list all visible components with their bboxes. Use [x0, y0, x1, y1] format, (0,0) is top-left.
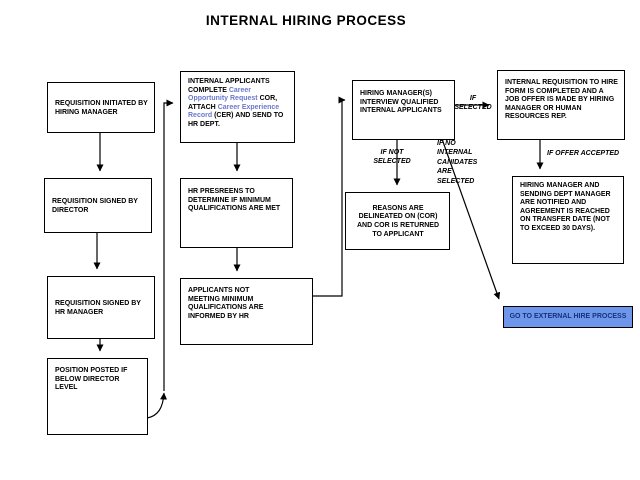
node-text: REQUISITION SIGNED BY HR MANAGER	[55, 299, 141, 316]
label-if-no-internal-candidates: IF NO INTERNAL CANIDATES ARE SELECTED	[437, 140, 478, 185]
node-text: REASONS ARE DELINEATED ON (COR) AND COR …	[356, 204, 440, 238]
node-requisition-signed-director: REQUISITION SIGNED BY DIRECTOR	[44, 178, 152, 233]
node-applicants-not-meeting: APPLICANTS NOT MEETING MINIMUM QUALIFICA…	[180, 278, 313, 345]
node-position-posted: POSITION POSTED IF BELOW DIRECTOR LEVEL	[47, 358, 148, 435]
node-text: HIRING MANAGER AND SENDING DEPT MANAGER …	[520, 182, 611, 232]
go-to-external-hire-button[interactable]: GO TO EXTERNAL HIRE PROCESS	[503, 306, 633, 328]
label-if-selected: IF SELECTED	[454, 95, 492, 112]
node-hiring-managers-interview: HIRING MANAGER(S) INTERVIEW QUALIFIED IN…	[352, 80, 455, 140]
node-requisition-signed-hr-manager: REQUISITION SIGNED BY HR MANAGER	[47, 276, 155, 339]
node-text: REQUISITION SIGNED BY DIRECTOR	[52, 197, 138, 214]
node-requisition-initiated: REQUISITION INITIATED BY HIRING MANAGER	[47, 82, 155, 133]
node-text: POSITION POSTED IF BELOW DIRECTOR LEVEL	[55, 367, 128, 392]
node-text: COR, ATTACH	[188, 95, 278, 111]
node-internal-applicants-complete: INTERNAL APPLICANTS COMPLETE Career Oppo…	[180, 71, 295, 143]
node-internal-requisition-to-hire: INTERNAL REQUISITION TO HIRE FORM IS COM…	[497, 70, 625, 140]
page-title: INTERNAL HIRING PROCESS	[205, 13, 407, 28]
label-if-offer-accepted: IF OFFER ACCEPTED	[547, 150, 620, 157]
career-experience-record-link[interactable]: Career Experience Record	[188, 103, 280, 120]
node-reasons-delineated: REASONS ARE DELINEATED ON (COR) AND COR …	[345, 192, 450, 250]
career-opportunity-request-link[interactable]: Career Opportunity Request	[188, 86, 258, 103]
node-text: (CER) AND SEND TO HR DEPT.	[188, 112, 284, 128]
node-text: INTERNAL REQUISITION TO HIRE FORM IS COM…	[505, 79, 618, 121]
node-hr-prescreens: HR PRESREENS TO DETERMINE IF MINIMUM QUA…	[180, 178, 293, 248]
node-hiring-manager-notified: HIRING MANAGER AND SENDING DEPT MANAGER …	[512, 176, 624, 264]
node-text: HIRING MANAGER(S) INTERVIEW QUALIFIED IN…	[360, 90, 442, 115]
node-text: REQUISITION INITIATED BY HIRING MANAGER	[55, 99, 148, 116]
label-if-not-selected: IF NOT SELECTED	[373, 149, 411, 166]
node-text: INTERNAL APPLICANTS COMPLETE	[188, 78, 270, 94]
node-text: HR PRESREENS TO DETERMINE IF MINIMUM QUA…	[188, 188, 281, 213]
go-to-external-hire-label: GO TO EXTERNAL HIRE PROCESS	[509, 312, 627, 320]
node-text: APPLICANTS NOT MEETING MINIMUM QUALIFICA…	[188, 287, 264, 320]
